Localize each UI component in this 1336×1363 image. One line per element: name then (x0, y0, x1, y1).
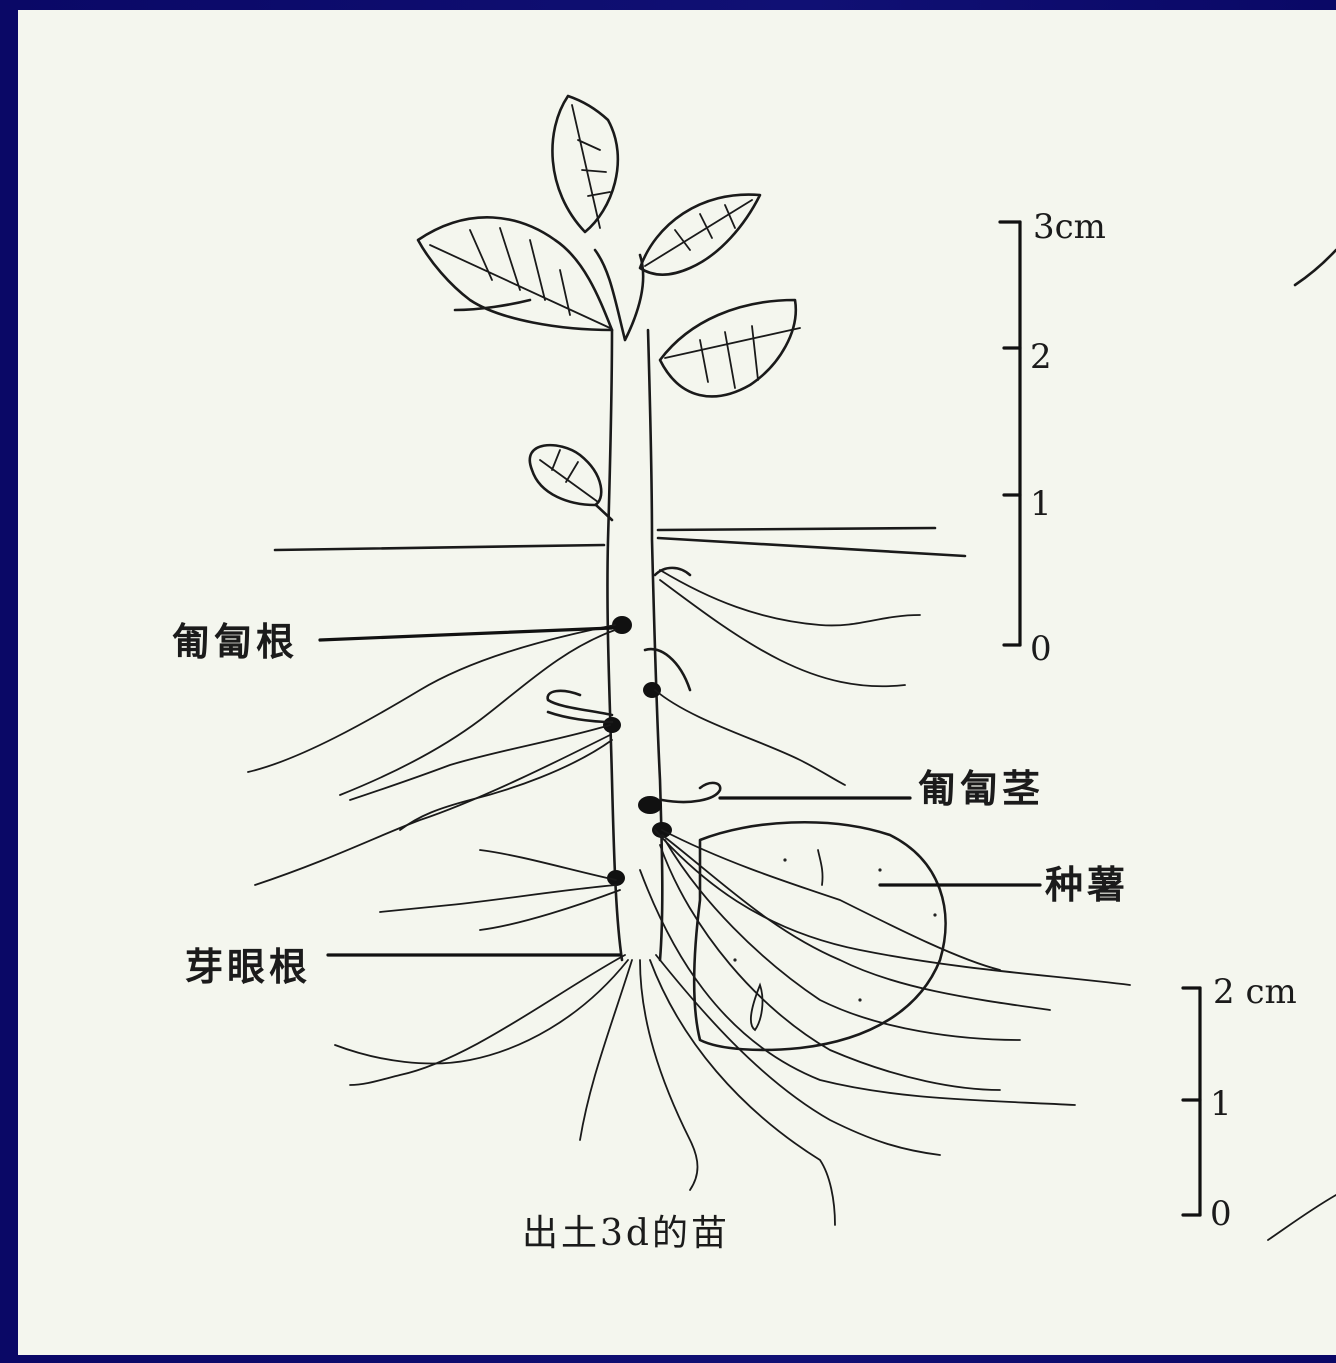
scale-plant-tick-2: 2 (1030, 337, 1052, 377)
scale-tuber-tick-1: 1 (1210, 1084, 1232, 1124)
label-lateral-root: 匍匐根 (172, 619, 298, 664)
scale-tuber-tick-0: 0 (1210, 1194, 1232, 1234)
label-seed-tuber: 种薯 (1045, 862, 1129, 907)
label-bud-eye-root: 芽眼根 (185, 944, 311, 989)
scale-plant-unit: 3cm (1033, 207, 1106, 247)
scale-bar-plant (1000, 222, 1020, 645)
edge-stroke-bottom (1268, 1195, 1336, 1240)
edge-stroke-top (1295, 250, 1336, 285)
stolons (548, 568, 721, 802)
scale-plant-tick-0: 0 (1030, 629, 1052, 669)
main-stem (275, 330, 965, 960)
figure-caption: 出土3d的苗 (522, 1213, 730, 1254)
scale-plant-tick-1: 1 (1030, 484, 1052, 524)
label-stolon: 匍匐茎 (918, 766, 1044, 811)
scale-tuber-unit: 2 cm (1213, 972, 1297, 1012)
scale-bar-tuber (1183, 988, 1200, 1215)
seed-tuber (694, 822, 945, 1050)
roots (248, 570, 1130, 1225)
